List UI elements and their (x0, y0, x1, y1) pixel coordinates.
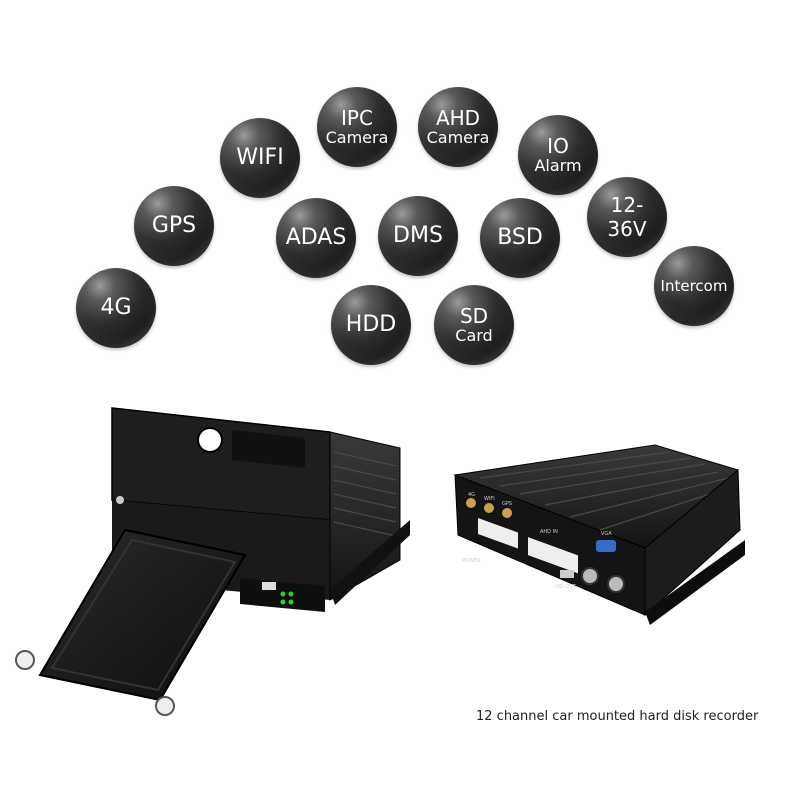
feature-sublabel: Card (455, 326, 493, 345)
feature-bubble-sd-card: SD Card (434, 285, 514, 365)
feature-bubble-4g: 4G (76, 268, 156, 348)
feature-label: ADAS (285, 225, 347, 250)
feature-bubble-io-alarm: IO Alarm (518, 115, 598, 195)
port-label-ahd-in: AHD IN (540, 529, 558, 535)
feature-label: BSD (497, 225, 543, 250)
feature-label: WIFI (236, 145, 284, 170)
feature-label: IO (547, 134, 569, 158)
feature-bubble-intercom: Intercom (654, 246, 734, 326)
feature-label: IPC (341, 106, 373, 130)
feature-sublabel: Camera (325, 128, 389, 147)
feature-sublabel: Alarm (534, 156, 582, 175)
feature-label: GPS (151, 213, 197, 238)
feature-label: HDD (345, 312, 397, 337)
port-label-hd-out: HD OUT (556, 584, 577, 590)
feature-label: AHD (435, 106, 481, 130)
product-caption: 12 channel car mounted hard disk recorde… (476, 709, 759, 724)
feature-bubble-wifi: WIFI (220, 118, 300, 198)
port-label-wifi: WIFI (484, 496, 495, 502)
dvr-back-panel-image (453, 444, 745, 625)
port-label-gps: GPS (502, 501, 512, 507)
feature-bubble-gps: GPS (134, 186, 214, 266)
feature-bubble-hdd: HDD (331, 285, 411, 365)
feature-bubble-adas: ADAS (276, 198, 356, 278)
feature-label: 12- (610, 193, 644, 217)
port-label-4g: 4G (468, 492, 475, 498)
feature-sublabel: Camera (426, 128, 490, 147)
feature-label: SD (459, 304, 489, 328)
dvr-open-tray-image (15, 407, 410, 716)
feature-bubble-ahd-camera: AHD Camera (418, 87, 498, 167)
feature-label: Intercom (660, 276, 728, 295)
feature-label: 4G (100, 295, 132, 320)
feature-bubble-ipc-camera: IPC Camera (317, 87, 397, 167)
feature-bubble-voltage: 12- 36V (587, 177, 667, 257)
feature-sublabel: 36V (607, 217, 647, 241)
feature-label: DMS (393, 223, 443, 248)
port-label-power: POWER (462, 558, 481, 564)
port-label-vga: VGA (601, 531, 612, 537)
feature-bubble-bsd: BSD (480, 198, 560, 278)
feature-bubble-dms: DMS (378, 196, 458, 276)
